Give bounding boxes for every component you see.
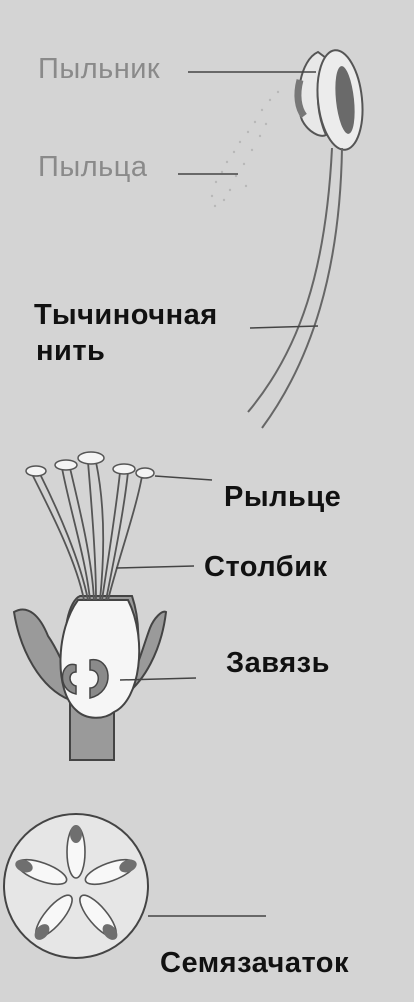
style-label: Столбик xyxy=(204,551,328,583)
ovary-cross-section xyxy=(3,813,266,959)
pollen-label: Пыльца xyxy=(38,151,148,183)
stigma-label: Рыльце xyxy=(224,481,342,513)
ovary-label: Завязь xyxy=(226,647,330,679)
filament-label-line1: Тычиночная xyxy=(34,299,218,331)
anther-label: Пыльник xyxy=(38,53,161,85)
filament-label-line2: нить xyxy=(36,335,106,367)
anther-shape xyxy=(294,49,364,151)
pollen-dots xyxy=(210,90,280,208)
stamen-illustration xyxy=(178,49,364,429)
stigmas xyxy=(25,451,155,479)
filament-shape xyxy=(247,147,333,413)
pistil-illustration xyxy=(12,451,213,761)
ovule-label: Семязачаток xyxy=(160,947,350,979)
ovules xyxy=(61,659,109,699)
